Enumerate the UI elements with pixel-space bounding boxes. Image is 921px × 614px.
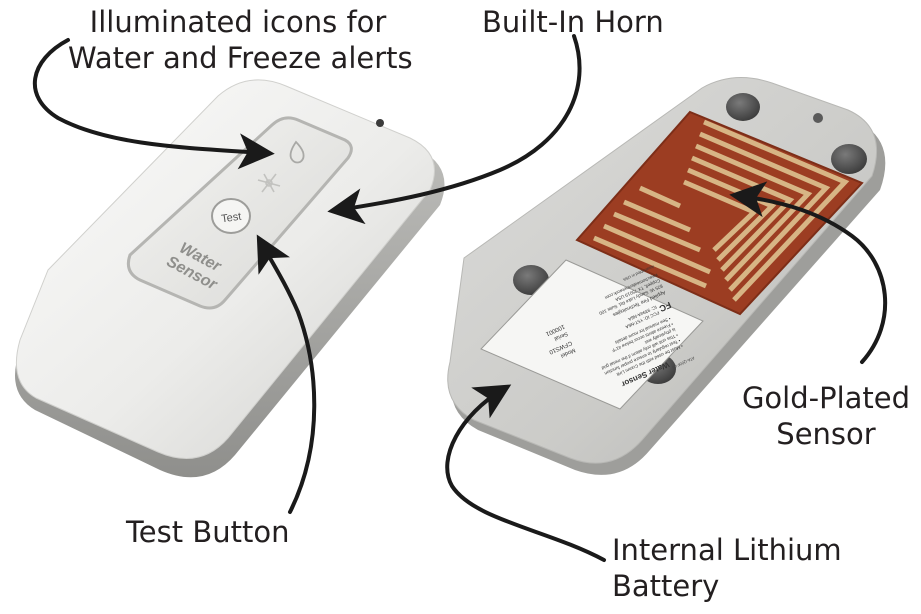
back-device: Water Sensor ATA-Q00F-98 • Must be used … [447, 77, 886, 475]
callout-internal-lithium-battery-line1: Internal Lithium [612, 533, 842, 567]
callout-arrows [32, 34, 888, 562]
callout-gold-plated-sensor: Gold-Plated Sensor [740, 380, 912, 452]
arrow-gold-sensor [729, 181, 888, 364]
label-serial-label: Serial [553, 330, 569, 341]
test-button[interactable]: Test [211, 198, 251, 234]
front-device: Test Water Sensor [15, 79, 445, 478]
callout-internal-lithium-battery: Internal Lithium Battery [612, 532, 842, 604]
hang-hole-icon [813, 113, 823, 123]
arrow-battery [445, 384, 606, 562]
callout-test-button-text: Test Button [126, 515, 290, 549]
foot-top-left [726, 93, 760, 121]
arrow-illuminated-icons [32, 38, 275, 170]
callout-internal-lithium-battery-line2: Battery [612, 569, 720, 603]
callout-illuminated-icons: Illuminated icons for Water and Freeze a… [68, 4, 413, 76]
label-fcc-logo: FC [657, 300, 672, 314]
arrow-test-button [256, 234, 317, 514]
speaker-hole-icon [376, 119, 384, 127]
snowflake-icon [257, 173, 281, 193]
callout-gold-plated-sensor-line1: Gold-Plated [741, 381, 911, 415]
label-model-label: Model [560, 347, 576, 359]
test-button-label: Test [220, 211, 242, 226]
callout-built-in-horn: Built-In Horn [482, 4, 664, 40]
water-drop-icon [289, 140, 305, 164]
callout-test-button: Test Button [126, 514, 289, 550]
back-label: Water Sensor ATA-Q00F-98 • Must be used … [480, 259, 704, 410]
arrow-built-in-horn [327, 34, 582, 225]
callout-built-in-horn-text: Built-In Horn [482, 5, 664, 39]
callout-illuminated-icons-line1: Illuminated icons for [89, 5, 387, 39]
foot-top-right [831, 144, 867, 174]
callout-illuminated-icons-line2: Water and Freeze alerts [68, 41, 413, 75]
callout-gold-plated-sensor-line2: Sensor [776, 417, 876, 451]
